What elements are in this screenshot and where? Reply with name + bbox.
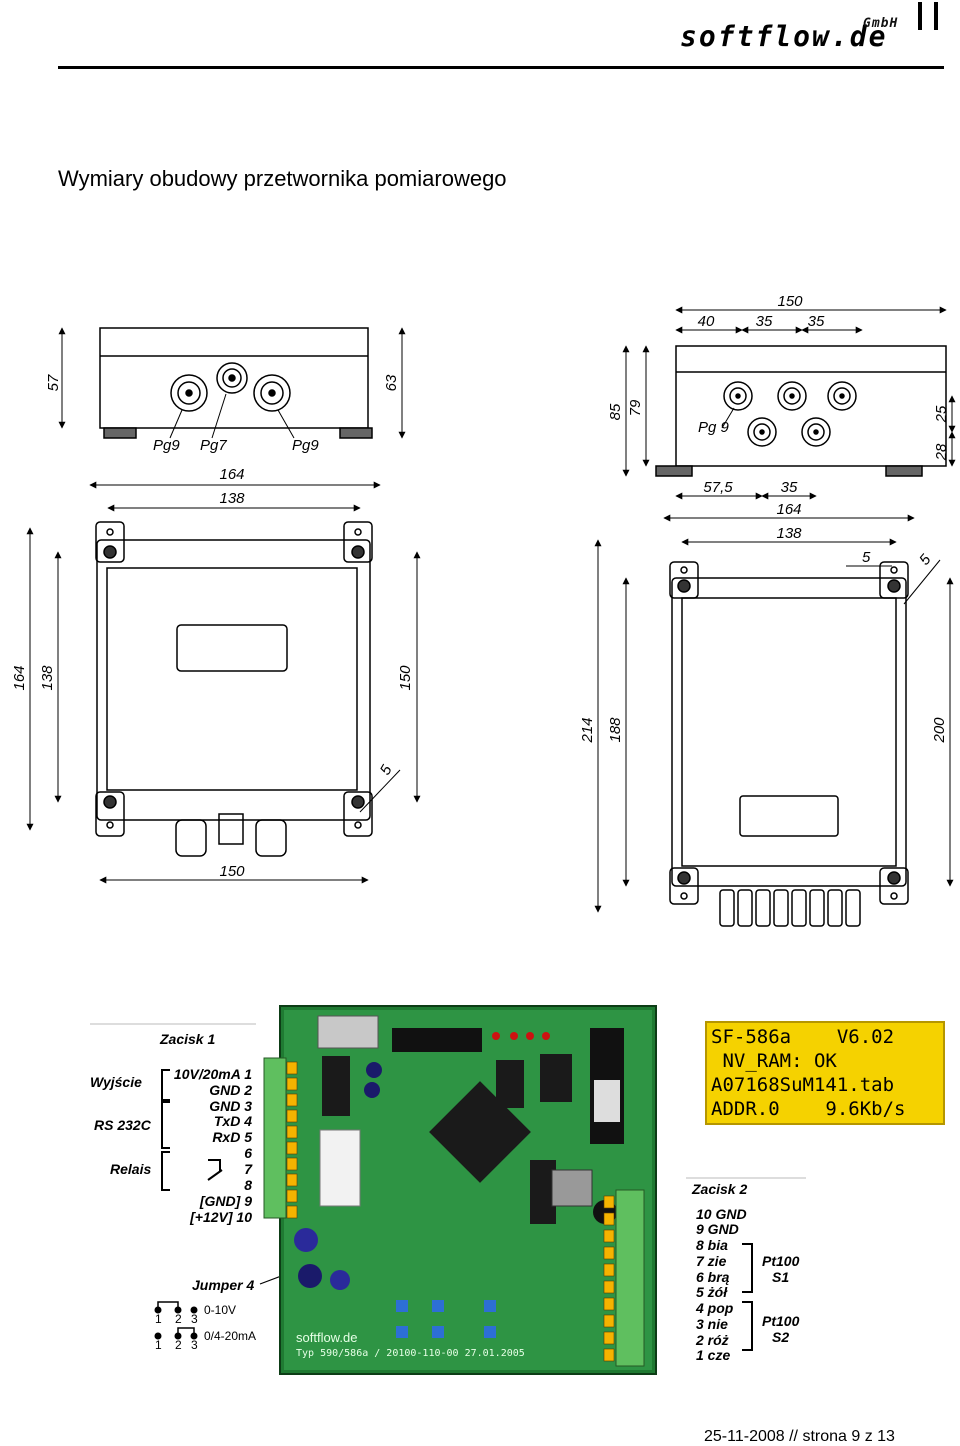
lcd-display: SF-586a V6.02 NV_RAM: OK A07168SuM141.ta… xyxy=(705,1021,945,1125)
gland-pg9-right: Pg9 xyxy=(292,437,319,454)
dim2-575: 57,5 xyxy=(703,479,733,496)
dim-138-side: 138 xyxy=(39,665,56,691)
dim2-150: 150 xyxy=(777,293,803,310)
dim2-5b: 5 xyxy=(916,551,935,569)
terminal1-brackets xyxy=(161,1069,170,1191)
dim2-25: 25 xyxy=(933,405,950,423)
lcd-line-1: SF-586a V6.02 xyxy=(711,1026,895,1048)
t2-pin2: 2 róż xyxy=(695,1332,729,1348)
lcd-line-4: ADDR.0 9.6Kb/s xyxy=(711,1098,906,1120)
pcb-board xyxy=(263,1005,657,1375)
jumper-pin2b: 2 xyxy=(175,1338,182,1352)
relay-symbol xyxy=(207,1159,223,1181)
t2-pin10: 10 GND xyxy=(696,1206,747,1222)
header-bar xyxy=(934,2,938,30)
page-footer: 25-11-2008 // strona 9 z 13 xyxy=(704,1428,895,1445)
group-wyjscie: Wyjście xyxy=(90,1074,142,1090)
lcd-line-3: A07168SuM141.tab xyxy=(711,1074,895,1096)
t1-pin5: RxD 5 xyxy=(212,1129,252,1145)
page-title: Wymiary obudowy przetwornika pomiarowego xyxy=(58,166,507,191)
dim2-40: 40 xyxy=(698,313,715,330)
dim-164-top: 164 xyxy=(219,466,244,483)
t2-pin4: 4 pop xyxy=(695,1300,734,1316)
pcb-type: Typ 590/586a / 20100-110-00 27.01.2005 xyxy=(296,1348,525,1359)
group-rs232c: RS 232C xyxy=(94,1117,152,1133)
sensor-s1: S1 xyxy=(772,1269,789,1285)
dim2-79: 79 xyxy=(627,399,644,416)
t2-pin5: 5 żół xyxy=(696,1284,728,1300)
group-relais: Relais xyxy=(110,1161,151,1177)
t2-pin8: 8 bia xyxy=(696,1237,728,1253)
gland-pg9-2: Pg 9 xyxy=(698,419,730,436)
dim2-28: 28 xyxy=(933,443,950,461)
jumper-opt-0-10v: 0-10V xyxy=(204,1303,236,1317)
dim2-35c: 35 xyxy=(781,479,798,496)
header-bar xyxy=(918,2,922,30)
brand-logo: softflow.de xyxy=(680,20,888,53)
brand-suffix: GmbH xyxy=(863,16,899,31)
t1-pin4: TxD 4 xyxy=(214,1113,252,1129)
dim2-164: 164 xyxy=(776,501,801,518)
jumper-pin1b: 1 xyxy=(155,1338,162,1352)
drawing2-side-view xyxy=(622,306,956,500)
sensor-s2: S2 xyxy=(772,1329,789,1345)
t1-pin2: GND 2 xyxy=(209,1082,252,1098)
dim-150-side: 150 xyxy=(397,665,414,691)
dim-57: 57 xyxy=(45,374,62,391)
jumper-opt-4-20ma: 0/4-20mA xyxy=(204,1329,256,1343)
pcb-brand: softflow.de xyxy=(296,1330,357,1345)
dim-138-top: 138 xyxy=(219,490,245,507)
dim2-200: 200 xyxy=(931,717,948,744)
dim-150-bottom: 150 xyxy=(219,863,245,880)
dim2-188: 188 xyxy=(607,717,624,743)
sensor-pt100-2: Pt100 xyxy=(762,1313,800,1329)
jumper-pin3a: 3 xyxy=(191,1312,198,1326)
t2-pin9: 9 GND xyxy=(696,1221,739,1237)
drawing1-top-view xyxy=(26,481,421,884)
jumper-diagram xyxy=(154,1301,198,1340)
t1-pin6: 6 xyxy=(244,1145,252,1161)
t2-pin3: 3 nie xyxy=(696,1316,728,1332)
dim-164-side: 164 xyxy=(11,665,28,690)
gland-pg7: Pg7 xyxy=(200,437,227,454)
terminal2-title: Zacisk 2 xyxy=(691,1181,747,1197)
drawing1-side-view xyxy=(58,327,406,439)
t1-pin7: 7 xyxy=(244,1161,253,1177)
terminal2-brackets xyxy=(742,1243,753,1351)
t2-pin1: 1 cze xyxy=(696,1347,730,1363)
t1-pin3: GND 3 xyxy=(209,1098,252,1114)
dim2-85: 85 xyxy=(607,403,624,420)
t1-pin10: [+12V] 10 xyxy=(189,1209,252,1225)
jumper-pin2a: 2 xyxy=(175,1312,182,1326)
dim2-35a: 35 xyxy=(756,313,773,330)
header-rule xyxy=(58,66,944,69)
dim-5: 5 xyxy=(377,762,396,778)
t1-pin8: 8 xyxy=(244,1177,252,1193)
dim2-214: 214 xyxy=(579,717,596,743)
dim2-35b: 35 xyxy=(808,313,825,330)
t2-pin7: 7 zie xyxy=(696,1253,727,1269)
t2-pin6: 6 brą xyxy=(696,1269,730,1285)
terminal1-title: Zacisk 1 xyxy=(159,1031,215,1047)
jumper-pin1a: 1 xyxy=(155,1312,162,1326)
dim2-5a: 5 xyxy=(862,549,871,566)
gland-pg9-left: Pg9 xyxy=(153,437,180,454)
dim-63: 63 xyxy=(383,374,400,391)
jumper-pin3b: 3 xyxy=(191,1338,198,1352)
t1-pin1: 10V/20mA 1 xyxy=(174,1066,252,1082)
lcd-line-2: NV_RAM: OK xyxy=(711,1050,837,1072)
sensor-pt100-1: Pt100 xyxy=(762,1253,800,1269)
drawing2-front-view xyxy=(594,514,954,927)
jumper-title: Jumper 4 xyxy=(192,1277,254,1293)
t1-pin9: [GND] 9 xyxy=(199,1193,252,1209)
dim2-138: 138 xyxy=(776,525,802,542)
